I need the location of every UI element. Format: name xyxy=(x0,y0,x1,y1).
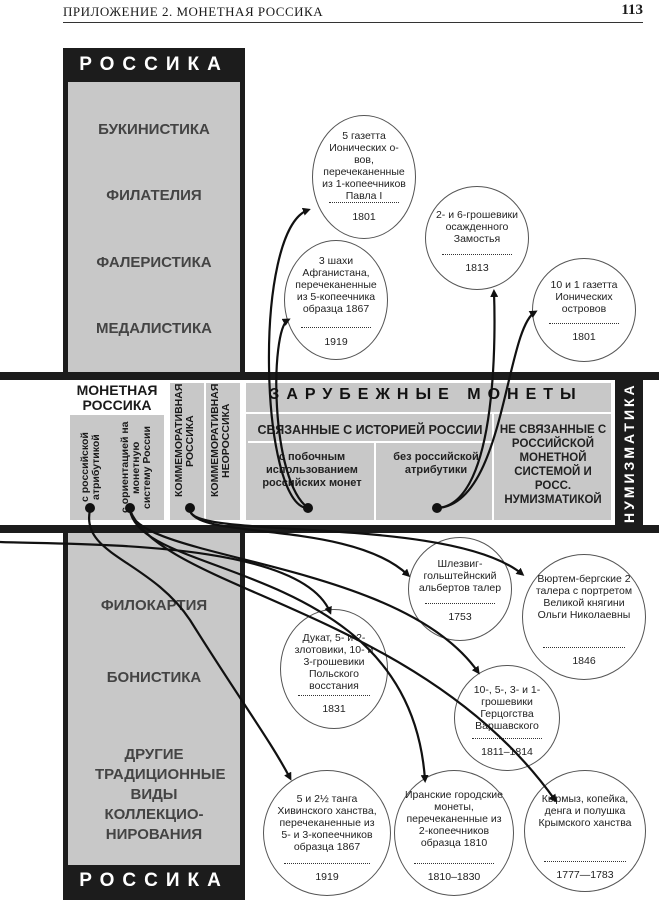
coin-divider xyxy=(297,695,371,696)
coin-year: 1801 xyxy=(352,211,376,223)
arrow-to-zamosc xyxy=(436,289,499,510)
coin-description: 5 газетта Ионических о-вов, перечеканенн… xyxy=(322,130,406,202)
kommem-rossika-box xyxy=(170,383,204,520)
arrow-to-polish-uprising xyxy=(0,540,332,615)
coin-ionian-10-1-gazetta: 10 и 1 газетта Ионических островов 1801 xyxy=(532,258,636,362)
zarubezhnye-box xyxy=(246,383,611,520)
arrow-to-warsaw xyxy=(128,509,480,675)
coin-year: 1753 xyxy=(448,611,472,623)
coin-description: Вюртем-бергские 2 талера с портретом Вел… xyxy=(535,573,633,621)
label-filokartiya: ФИЛОКАРТИЯ xyxy=(100,597,208,614)
arrow-to-ionian-5 xyxy=(267,207,311,510)
coin-year: 1919 xyxy=(315,871,339,883)
divider xyxy=(492,414,494,520)
vertical-column-upper xyxy=(68,82,240,380)
coin-wurttemberg-thaler: Вюртем-бергские 2 талера с портретом Вел… xyxy=(522,554,646,680)
arrow-to-khiva xyxy=(87,509,292,781)
coin-divider xyxy=(542,647,626,648)
coin-khiva-tanga: 5 и 2½ танга Хивинского ханства, перечек… xyxy=(263,770,391,896)
coin-divider xyxy=(301,327,371,328)
coin-crimea-khanate: Кырмыз, копейка, денга и полушка Крымско… xyxy=(524,770,646,892)
coin-ionian-5-gazetta: 5 газетта Ионических о-вов, перечеканенн… xyxy=(312,115,416,239)
zarubezhnye-title: ЗАРУБЕЖНЫЕ МОНЕТЫ xyxy=(269,386,583,403)
arrow-to-crimea xyxy=(128,509,557,803)
label-faleristika: ФАЛЕРИСТИКА xyxy=(96,254,212,271)
coin-year: 1919 xyxy=(324,336,348,348)
coin-divider xyxy=(442,254,512,255)
coin-description: Иранские городские монеты, перечеканенны… xyxy=(404,789,504,849)
arrow-origin-dot xyxy=(85,503,95,513)
coin-description: 3 шахи Афганистана, перечеканенные из 5-… xyxy=(295,255,377,315)
coin-divider xyxy=(329,202,399,203)
coin-year: 1846 xyxy=(572,655,596,667)
running-header: ПРИЛОЖЕНИЕ 2. МОНЕТНАЯ РОССИКА 113 xyxy=(63,0,643,23)
arrow-to-schleswig xyxy=(188,509,411,578)
coin-description: 5 и 2½ танга Хивинского ханства, перечек… xyxy=(277,793,377,853)
arrow-to-afghan xyxy=(275,318,309,509)
coin-description: 10 и 1 газетта Ионических островов xyxy=(550,279,618,315)
coin-year: 1801 xyxy=(572,331,596,343)
coin-description: Кырмыз, копейка, денга и полушка Крымско… xyxy=(538,793,632,829)
coin-description: Шлезвиг-гольштейнский альбертов талер xyxy=(418,558,502,594)
label-medalistika: МЕДАЛИСТИКА xyxy=(96,320,212,337)
coin-afghan-3-shahi: 3 шахи Афганистана, перечеканенные из 5-… xyxy=(284,240,388,360)
page-number: 113 xyxy=(621,2,643,18)
arrow-to-ionian-10 xyxy=(436,310,538,510)
coin-warsaw-duchy: 10-, 5-, 3- и 1-грошевики Герцогства Вар… xyxy=(454,665,560,771)
arrow-origin-dot xyxy=(125,503,135,513)
divider xyxy=(246,412,611,414)
label-bonistika: БОНИСТИКА xyxy=(106,669,202,686)
coin-year: 1831 xyxy=(322,703,346,715)
coin-divider xyxy=(544,861,626,862)
coin-polish-uprising: Дукат, 5- и 2-злотовики, 10- и 3-грошеви… xyxy=(280,609,388,729)
bez-atributiki-label: без российской атрибутики xyxy=(393,451,479,476)
label-filateliya: ФИЛАТЕЛИЯ xyxy=(106,187,202,204)
divider xyxy=(248,441,492,443)
coin-iran-city: Иранские городские монеты, перечеканенны… xyxy=(394,770,514,896)
ne-svyazannye-label: НЕ СВЯЗАННЫЕ С РОССИЙСКОЙ МОНЕТНОЙ СИСТЕ… xyxy=(499,424,607,506)
coin-description: 2- и 6-грошевики осажденного Замостья xyxy=(435,209,519,245)
chapter-title: ПРИЛОЖЕНИЕ 2. МОНЕТНАЯ РОССИКА xyxy=(63,4,324,19)
label-drugie: ДРУГИЕ ТРАДИЦИОННЫЕ ВИДЫ КОЛЛЕКЦИО-НИРОВ… xyxy=(95,746,226,843)
monetnaya-sub-box xyxy=(70,415,164,520)
rossika-title-bottom: РОССИКА xyxy=(79,870,229,891)
coin-divider xyxy=(413,863,495,864)
coin-zamosc-groszy: 2- и 6-грошевики осажденного Замостья 18… xyxy=(425,186,529,290)
coin-year: 1813 xyxy=(465,262,489,274)
kommem-neorossika-box xyxy=(206,383,240,520)
coin-divider xyxy=(284,863,370,864)
coin-description: Дукат, 5- и 2-злотовики, 10- и 3-грошеви… xyxy=(294,632,374,692)
svyazannye-label: СВЯЗАННЫЕ С ИСТОРИЕЙ РОССИИ xyxy=(257,423,483,437)
coin-year: 1810–1830 xyxy=(427,871,481,883)
coin-year: 1777—1783 xyxy=(556,869,614,881)
coin-divider xyxy=(471,738,543,739)
arrow-origin-dot xyxy=(303,503,313,513)
label-bukinistika: БУКИНИСТИКА xyxy=(98,121,210,138)
arrow-to-wurttemberg xyxy=(188,509,525,576)
divider xyxy=(374,443,376,520)
monetnaya-rossika-label: МОНЕТНАЯ РОССИКА xyxy=(76,382,158,413)
arrow-origin-dot xyxy=(432,503,442,513)
arrow-origin-dot xyxy=(185,503,195,513)
coin-year: 1811–1814 xyxy=(481,746,533,758)
coin-schleswig-thaler: Шлезвиг-гольштейнский альбертов талер 17… xyxy=(408,537,512,641)
coin-divider xyxy=(425,603,495,604)
coin-divider xyxy=(549,323,619,324)
rossika-title-top: РОССИКА xyxy=(79,54,229,75)
